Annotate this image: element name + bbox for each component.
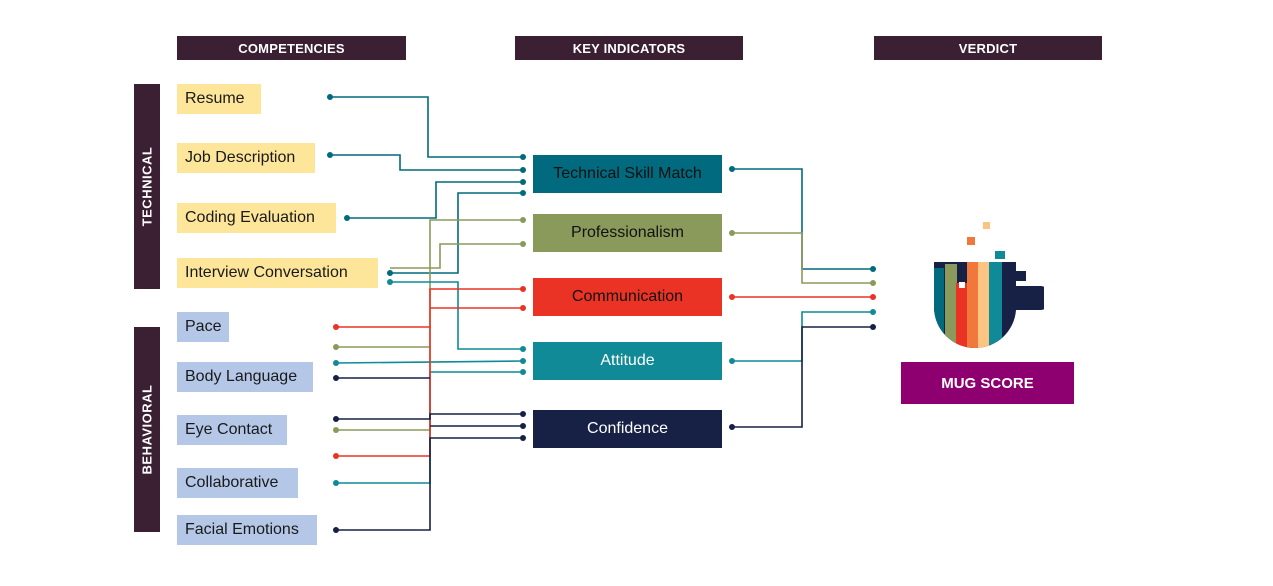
mug-score-logo-icon: [934, 222, 1044, 349]
wire-professionalism-a: [429, 219, 523, 347]
group-label-technical: TECHNICAL: [134, 84, 160, 289]
indicator-communication: Communication: [533, 278, 722, 316]
competency-job-description: Job Description: [177, 143, 315, 173]
header-verdict: VERDICT: [874, 36, 1102, 60]
wire-professionalism-to-verdict: [732, 232, 873, 284]
wire-interview-to-technical: [390, 192, 523, 274]
competency-resume: Resume: [177, 84, 261, 114]
wire-eye-to-conf: [336, 413, 523, 420]
indicator-confidence: Confidence: [533, 410, 722, 448]
wire-jobdesc-to-technical: [330, 154, 523, 171]
competency-facial-emotions: Facial Emotions: [177, 515, 317, 545]
header-competencies: COMPETENCIES: [177, 36, 406, 60]
wire-facial-to-conf: [336, 437, 523, 531]
competency-interview-conversation: Interview Conversation: [177, 258, 378, 288]
header-key-indicators: KEY INDICATORS: [515, 36, 743, 60]
competency-eye-contact: Eye Contact: [177, 415, 287, 445]
indicator-professionalism: Professionalism: [533, 214, 722, 252]
wire-technical-to-verdict: [732, 168, 873, 270]
wire-coding-to-technical: [347, 181, 523, 219]
indicator-technical-skill-match: Technical Skill Match: [533, 155, 722, 193]
competency-collaborative: Collaborative: [177, 468, 298, 498]
group-label-behavioral: BEHAVIORAL: [134, 327, 160, 532]
wire-confidence-to-verdict: [732, 326, 873, 428]
wire-resume-to-technical: [330, 96, 523, 158]
competency-body-language: Body Language: [177, 362, 313, 392]
wire-endpoints: [327, 94, 876, 533]
mug-score-button[interactable]: MUG SCORE: [901, 362, 1074, 404]
competency-coding-evaluation: Coding Evaluation: [177, 203, 336, 233]
competency-pace: Pace: [177, 312, 229, 342]
indicator-attitude: Attitude: [533, 342, 722, 380]
wire-professionalism-b: [390, 243, 523, 269]
wire-eye-to-olive: [336, 346, 431, 431]
wire-interview-to-attitude: [390, 281, 523, 350]
